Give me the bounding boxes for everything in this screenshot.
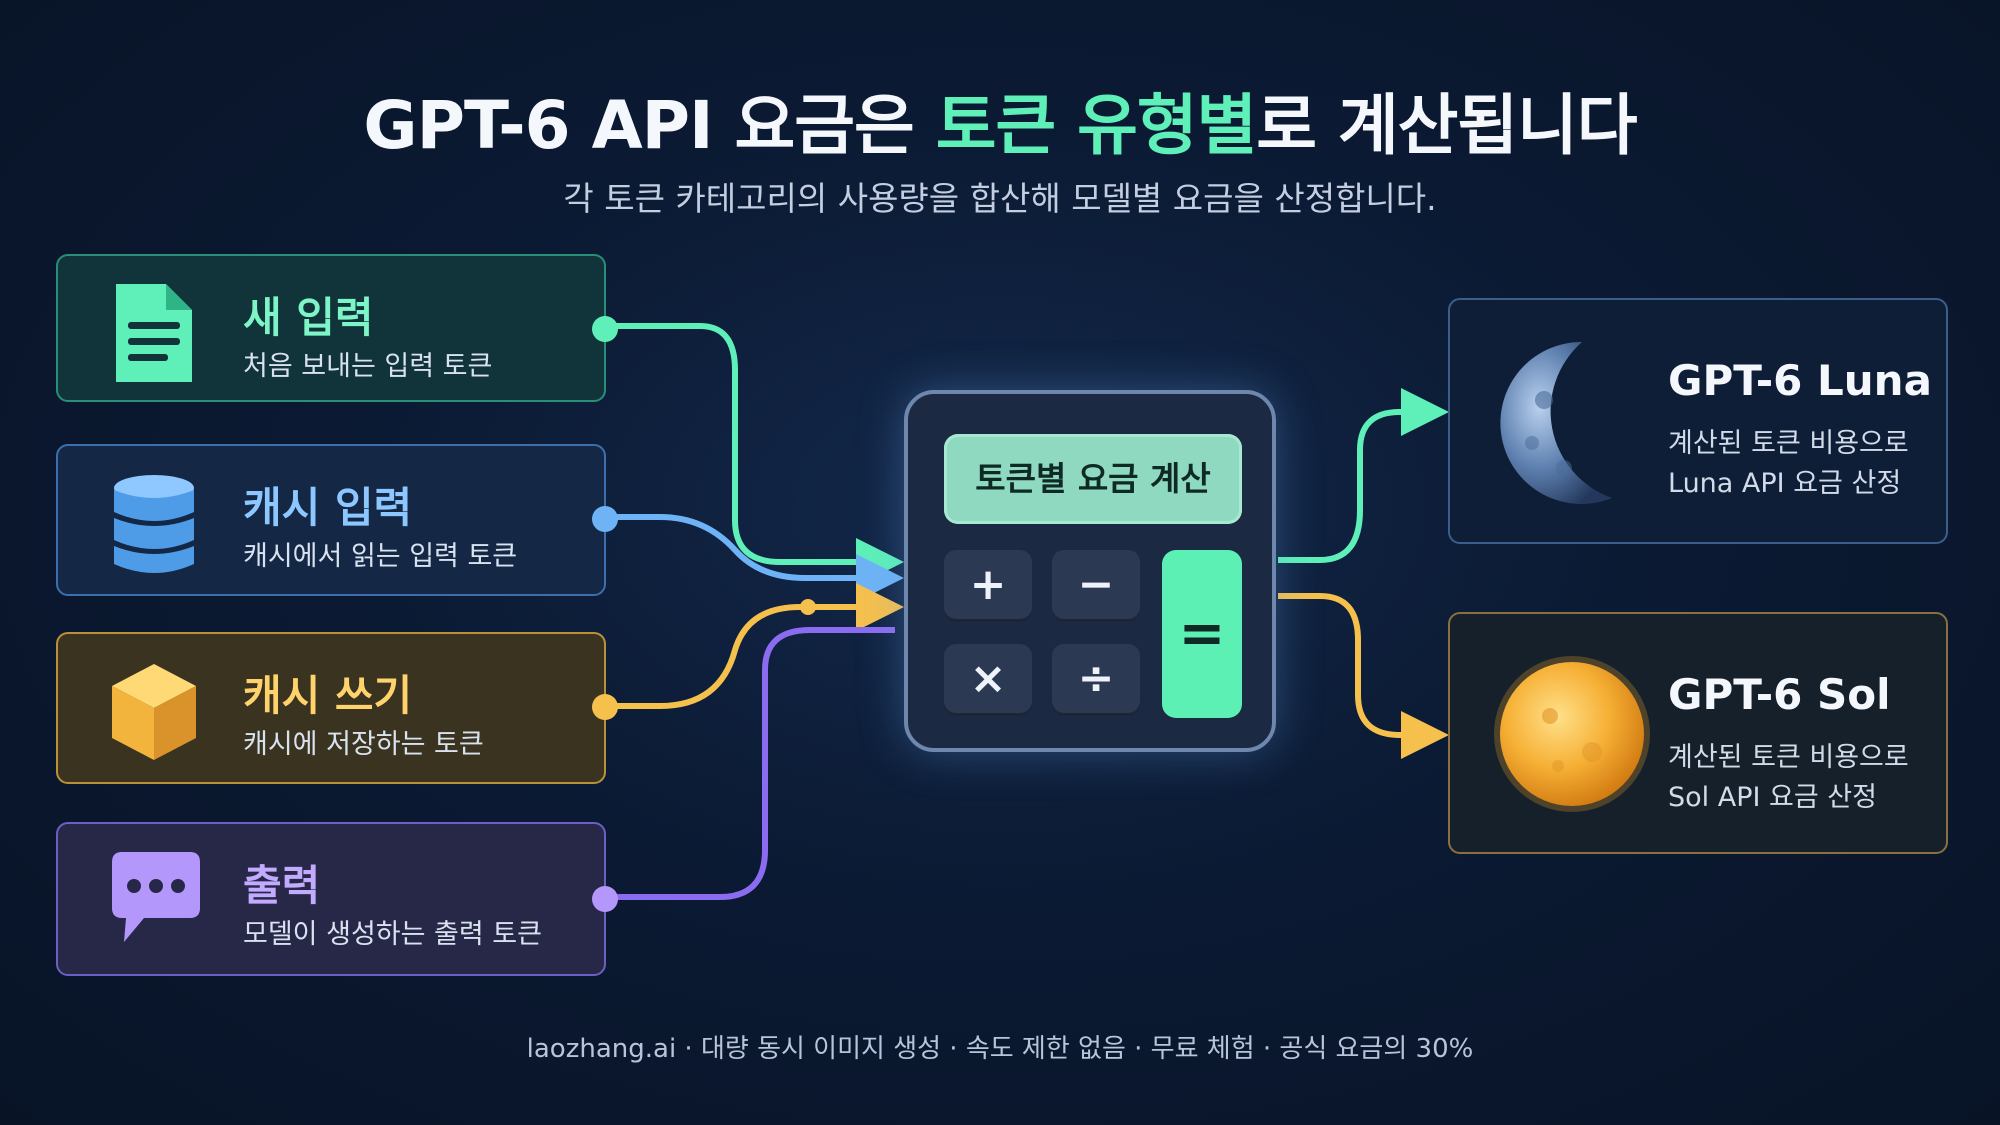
connector-cache-input: [608, 514, 904, 602]
connector-output: [608, 627, 895, 900]
connector-dot: [592, 506, 618, 532]
divide-key: ÷: [1052, 644, 1140, 716]
token-card-desc: 처음 보내는 입력 토큰: [243, 351, 493, 382]
plus-key: +: [944, 550, 1032, 622]
connector-luna: [1278, 388, 1449, 563]
connector-cache-write: [608, 583, 904, 709]
model-card-sol: GPT-6 Sol 계산된 토큰 비용으로 Sol API 요금 산정: [1448, 612, 1948, 854]
database-icon: [114, 475, 194, 573]
document-icon: [116, 284, 192, 382]
box-icon: [112, 664, 196, 760]
calculator-screen: 토큰별 요금 계산: [944, 434, 1242, 524]
sun-icon: [1494, 656, 1650, 812]
multiply-key: ×: [944, 644, 1032, 716]
footer-text: laozhang.ai · 대량 동시 이미지 생성 · 속도 제한 없음 · …: [526, 1034, 1474, 1064]
page-subtitle: 각 토큰 카테고리의 사용량을 합산해 모델별 요금을 산정합니다.: [563, 179, 1437, 218]
model-name: GPT-6 Sol: [1668, 670, 1891, 719]
connector-dot: [592, 886, 618, 912]
model-name: GPT-6 Luna: [1668, 356, 1932, 405]
model-card-luna: GPT-6 Luna 계산된 토큰 비용으로 Luna API 요금 산정: [1448, 298, 1948, 544]
connector-dot: [592, 694, 618, 720]
title-highlight: 토큰 유형별: [935, 87, 1258, 164]
calculator: 토큰별 요금 계산 + − × ÷ =: [904, 390, 1276, 752]
token-card-title: 캐시 쓰기: [243, 671, 413, 720]
page-title: GPT-6 API 요금은 토큰 유형별로 계산됩니다: [0, 72, 2000, 168]
title-prefix: GPT-6 API 요금은: [363, 87, 936, 164]
token-card-desc: 캐시에서 읽는 입력 토큰: [243, 541, 518, 572]
connector-junction-dot: [800, 599, 816, 615]
token-card-title: 출력: [243, 861, 321, 910]
token-card-title: 캐시 입력: [243, 483, 413, 532]
token-card-output: 출력 모델이 생성하는 출력 토큰: [56, 822, 618, 976]
token-card-desc: 캐시에 저장하는 토큰: [243, 729, 484, 760]
chat-bubble-icon: [112, 852, 200, 942]
model-desc-line1: 계산된 토큰 비용으로: [1668, 742, 1909, 773]
token-card-cache-write: 캐시 쓰기 캐시에 저장하는 토큰: [56, 632, 618, 784]
token-card-desc: 모델이 생성하는 출력 토큰: [243, 919, 542, 950]
moon-icon: [1500, 341, 1612, 504]
equals-key: =: [1162, 550, 1242, 718]
model-desc-line2: Luna API 요금 산정: [1668, 468, 1902, 499]
connector-dot: [592, 316, 618, 342]
token-card-title: 새 입력: [243, 293, 374, 342]
token-card-cache-input: 캐시 입력 캐시에서 읽는 입력 토큰: [56, 444, 618, 596]
minus-key: −: [1052, 550, 1140, 622]
title-suffix: 로 계산됩니다: [1256, 87, 1637, 164]
connector-sol: [1278, 593, 1449, 759]
model-desc-line2: Sol API 요금 산정: [1668, 782, 1877, 813]
connector-new-input: [608, 323, 904, 586]
model-desc-line1: 계산된 토큰 비용으로: [1668, 428, 1909, 459]
token-card-new-input: 새 입력 처음 보내는 입력 토큰: [56, 254, 618, 402]
